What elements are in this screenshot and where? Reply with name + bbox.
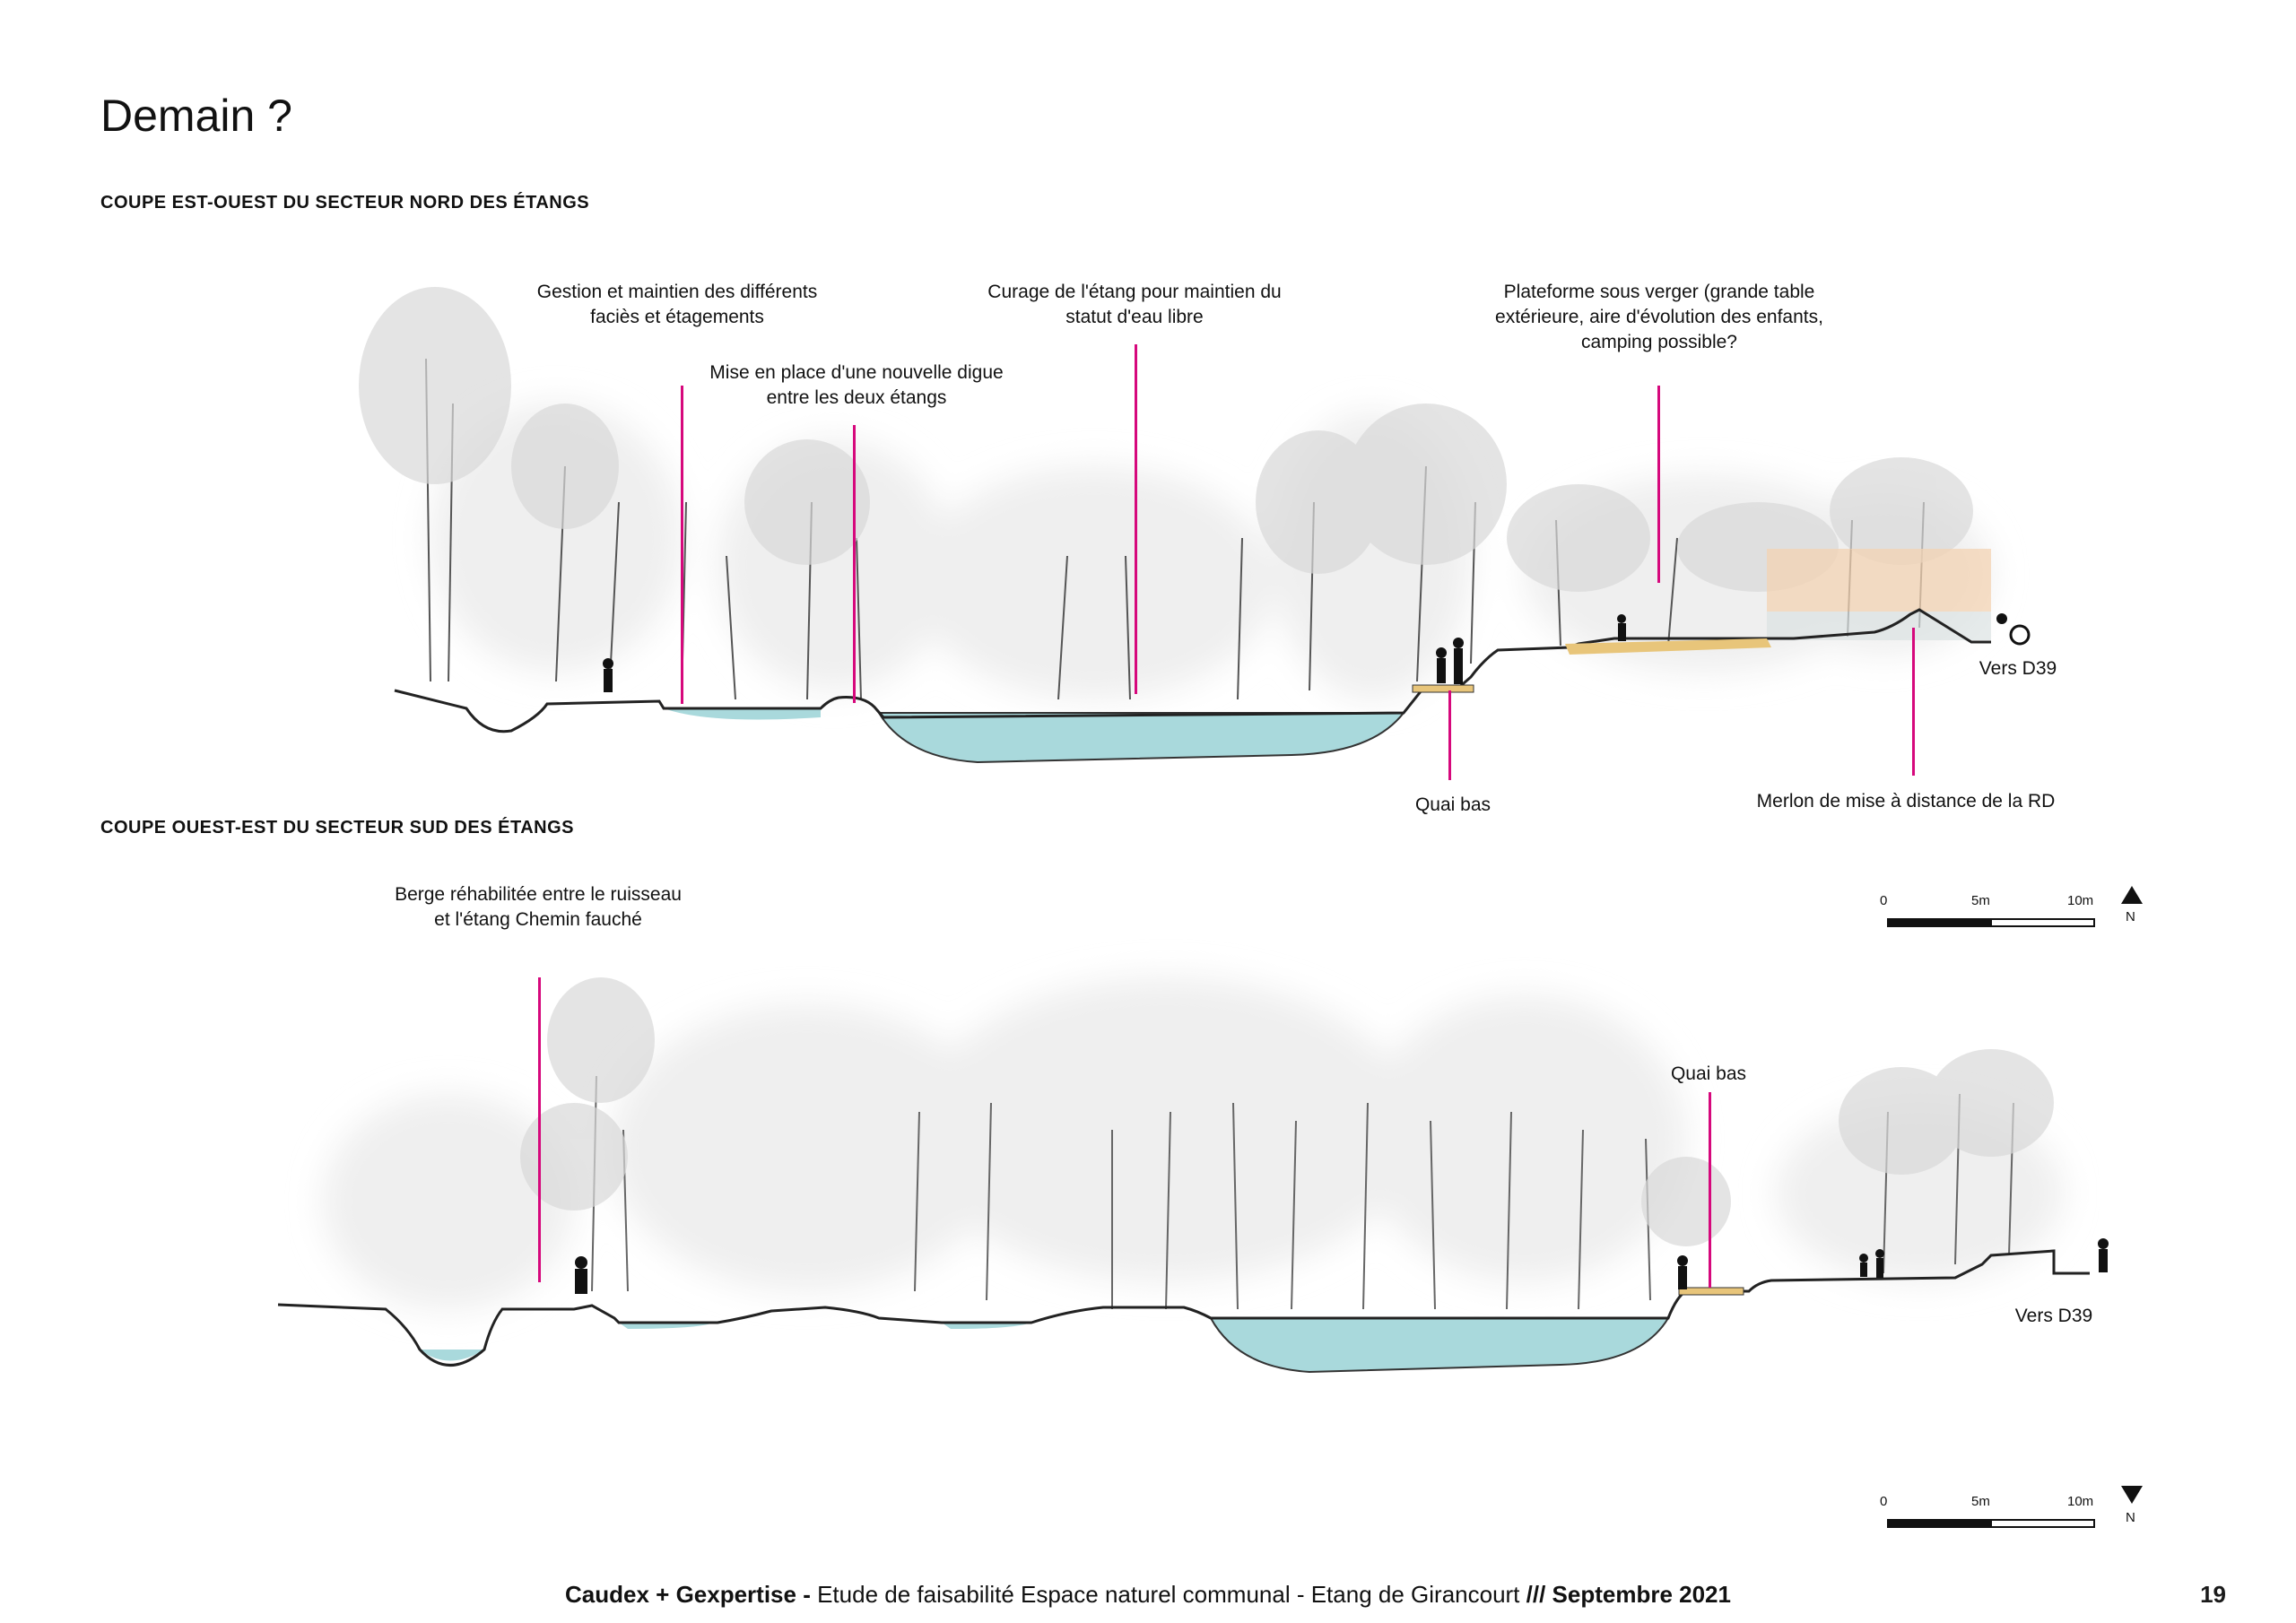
north-pond-large: [877, 712, 1406, 764]
leader-line-berge: [538, 977, 541, 1282]
annotation-curage: Curage de l'étang pour maintien du statu…: [987, 282, 1282, 327]
annotation-quai-north: Quai bas: [1414, 794, 1492, 815]
scale-north-label-0: 0: [1880, 893, 1888, 908]
north-low-quay-platform: [1412, 684, 1474, 693]
south-pond-large: [1209, 1317, 1670, 1374]
scale-north-label-10m: 10m: [2067, 893, 2094, 908]
north-pond-small: [664, 708, 821, 720]
footer-description: Etude de faisabilité Espace naturel comm…: [810, 1581, 1526, 1608]
footer-date: /// Septembre 2021: [1526, 1581, 1731, 1608]
footer: Caudex + Gexpertise - Etude de faisabili…: [0, 1581, 2296, 1609]
leader-line-digue: [853, 425, 856, 703]
scale-bar-south: [1887, 1486, 2143, 1528]
south-low-quay-platform: [1678, 1287, 1744, 1296]
annotation-merlon: Merlon de mise à distance de la RD: [1756, 791, 2056, 812]
scale-south-label-0: 0: [1880, 1494, 1888, 1509]
north-orchard-platform: [1565, 638, 1771, 655]
page-title: Demain ?: [100, 91, 292, 141]
north-arrow-label-bottom: N: [2126, 1510, 2135, 1525]
annotation-berge: Berge réhabilitée entre le ruisseau et l…: [395, 884, 682, 930]
leader-line-quai-north: [1448, 690, 1451, 780]
page-number: 19: [2200, 1581, 2226, 1608]
leader-line-quai-south: [1709, 1092, 1711, 1288]
annotation-vers-d39-south: Vers D39: [2014, 1306, 2093, 1326]
south-people: [575, 1238, 2109, 1294]
leader-line-curage: [1135, 344, 1137, 694]
orchard-overlay-lower: [1767, 612, 1991, 640]
annotation-digue: Mise en place d'une nouvelle digue entre…: [709, 362, 1004, 408]
north-people: [603, 613, 2031, 692]
south-pond-small-1: [619, 1323, 713, 1329]
north-ground-line: [394, 608, 1991, 733]
section-title-south: COUPE OUEST-EST DU SECTEUR SUD DES ÉTANG…: [100, 818, 574, 838]
scale-north-label-5m: 5m: [1971, 893, 1990, 908]
north-arrow-label-top: N: [2126, 909, 2135, 924]
scale-bar-north: [1887, 886, 2143, 927]
leader-line-merlon: [1912, 628, 1915, 776]
scale-south-label-5m: 5m: [1971, 1494, 1990, 1509]
scale-south-label-10m: 10m: [2067, 1494, 2094, 1509]
leader-line-plateforme: [1657, 386, 1660, 583]
south-trees: [591, 1075, 2014, 1310]
south-pond-small-2: [942, 1323, 1031, 1329]
annotation-quai-south: Quai bas: [1670, 1063, 1747, 1084]
south-foliage-haze: [323, 977, 2063, 1309]
footer-authors: Caudex + Gexpertise -: [565, 1581, 811, 1608]
south-stream: [420, 1350, 484, 1361]
leader-line-facies: [681, 386, 683, 704]
section-title-north: COUPE EST-OUEST DU SECTEUR NORD DES ÉTAN…: [100, 193, 590, 213]
north-section-drawing: [359, 287, 2031, 764]
south-section-drawing: [277, 977, 2109, 1374]
orchard-overlay: [1767, 549, 1991, 612]
annotation-vers-d39-north: Vers D39: [1979, 658, 2057, 679]
south-tree-crowns: [520, 977, 2054, 1246]
annotation-facies: Gestion et maintien des différents faciè…: [536, 282, 818, 327]
annotation-plateforme: Plateforme sous verger (grande table ext…: [1495, 282, 1823, 352]
